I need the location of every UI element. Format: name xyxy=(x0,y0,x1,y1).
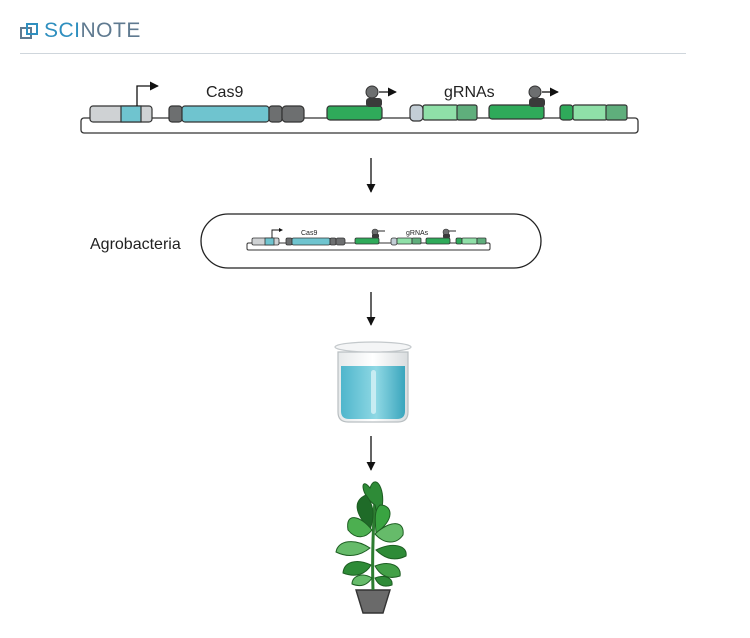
promoter-arrowhead-icon xyxy=(279,228,283,232)
cas9-gene-small xyxy=(291,237,331,246)
polymerase-icon xyxy=(528,85,542,99)
grna-promoter-small-2 xyxy=(425,237,451,245)
scinote-logo[interactable]: SCINOTE xyxy=(20,18,141,44)
polymerase-base-icon xyxy=(372,234,379,238)
agrobacteria-label: Agrobacteria xyxy=(90,236,181,253)
cas9-right-cap xyxy=(268,105,283,123)
cas9-label-small: Cas9 xyxy=(301,230,317,237)
polymerase-base-icon xyxy=(443,234,450,238)
plasmid-construct-small: Cas9 gRNAs xyxy=(246,228,491,251)
terminator xyxy=(281,105,305,123)
cas9-left-cap xyxy=(168,105,183,123)
terminator-small xyxy=(335,237,346,246)
promoter-segment-small xyxy=(264,237,275,246)
grna-scaffold-2 xyxy=(605,104,628,121)
beaker-icon xyxy=(334,341,412,423)
grna-cap-small-2 xyxy=(455,237,463,245)
promoter-arrow-icon xyxy=(271,229,281,238)
plant-stem xyxy=(371,499,377,591)
header-divider xyxy=(20,53,686,54)
logo-icon xyxy=(20,23,38,39)
grna-scaffold-small-2 xyxy=(476,237,487,245)
cas9-label: Cas9 xyxy=(206,84,243,101)
grna-1 xyxy=(422,104,459,121)
grna-spacer-cap xyxy=(409,104,424,122)
grna-promoter-2 xyxy=(488,104,545,120)
header: SCINOTE xyxy=(0,0,750,56)
cas9-cap-small xyxy=(329,237,337,246)
polymerase-base-icon xyxy=(366,98,382,107)
grna-small-1 xyxy=(396,237,413,245)
grnas-label: gRNAs xyxy=(444,84,495,101)
promoter-segment xyxy=(120,105,142,123)
grna-scaffold-1 xyxy=(456,104,478,121)
grnas-label-small: gRNAs xyxy=(406,230,429,237)
grna-small-2 xyxy=(461,237,478,245)
logo-text: SCINOTE xyxy=(44,19,141,42)
plant-pot xyxy=(355,589,391,614)
plasmid-construct-large: Cas9 gRNAs xyxy=(80,81,639,134)
polymerase-base-icon xyxy=(529,98,545,107)
grna-scaffold-small-1 xyxy=(411,237,422,245)
cas9-gene xyxy=(181,105,270,123)
grna-promoter-small xyxy=(354,237,380,245)
grna-cap-small xyxy=(390,237,398,246)
polymerase-icon xyxy=(365,85,379,99)
beaker-rim xyxy=(334,341,412,353)
grna-2 xyxy=(572,104,608,121)
plant-icon xyxy=(335,481,407,614)
grna-cap xyxy=(559,104,574,121)
grna-promoter-1 xyxy=(326,105,383,121)
cas9-cap-small xyxy=(285,237,293,246)
promoter-arrow-icon xyxy=(136,81,159,106)
